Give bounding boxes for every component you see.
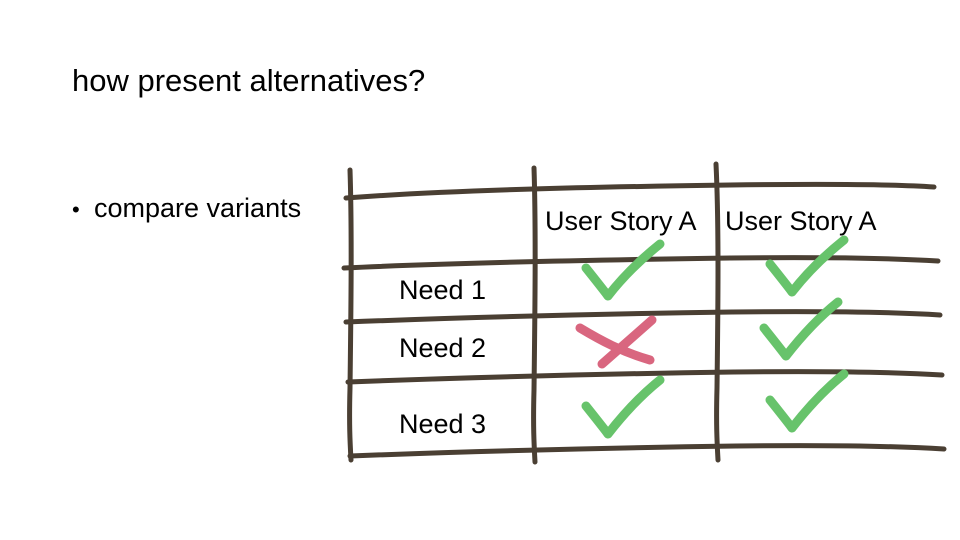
cell-mark-cross xyxy=(575,315,657,369)
table-grid-sketch xyxy=(341,161,947,465)
table-row-label-3: Need 3 xyxy=(399,409,487,439)
bullet-list-item: • compare variants xyxy=(72,192,301,224)
cell-mark-check xyxy=(765,235,849,297)
bullet-item-label: compare variants xyxy=(94,193,302,223)
cell-mark-check xyxy=(581,239,665,301)
table-row-label-1: Need 1 xyxy=(399,275,487,305)
table-column-header-1: User Story A xyxy=(545,206,697,236)
cell-mark-check xyxy=(765,369,849,433)
table-row-label-2: Need 2 xyxy=(399,333,487,363)
page-title: how present alternatives? xyxy=(72,63,426,98)
table-column-header-2: User Story A xyxy=(725,206,877,236)
bullet-marker-icon: • xyxy=(72,197,80,222)
sketched-comparison-table xyxy=(330,160,950,490)
cell-mark-check xyxy=(759,297,843,361)
cell-mark-check xyxy=(581,375,665,439)
